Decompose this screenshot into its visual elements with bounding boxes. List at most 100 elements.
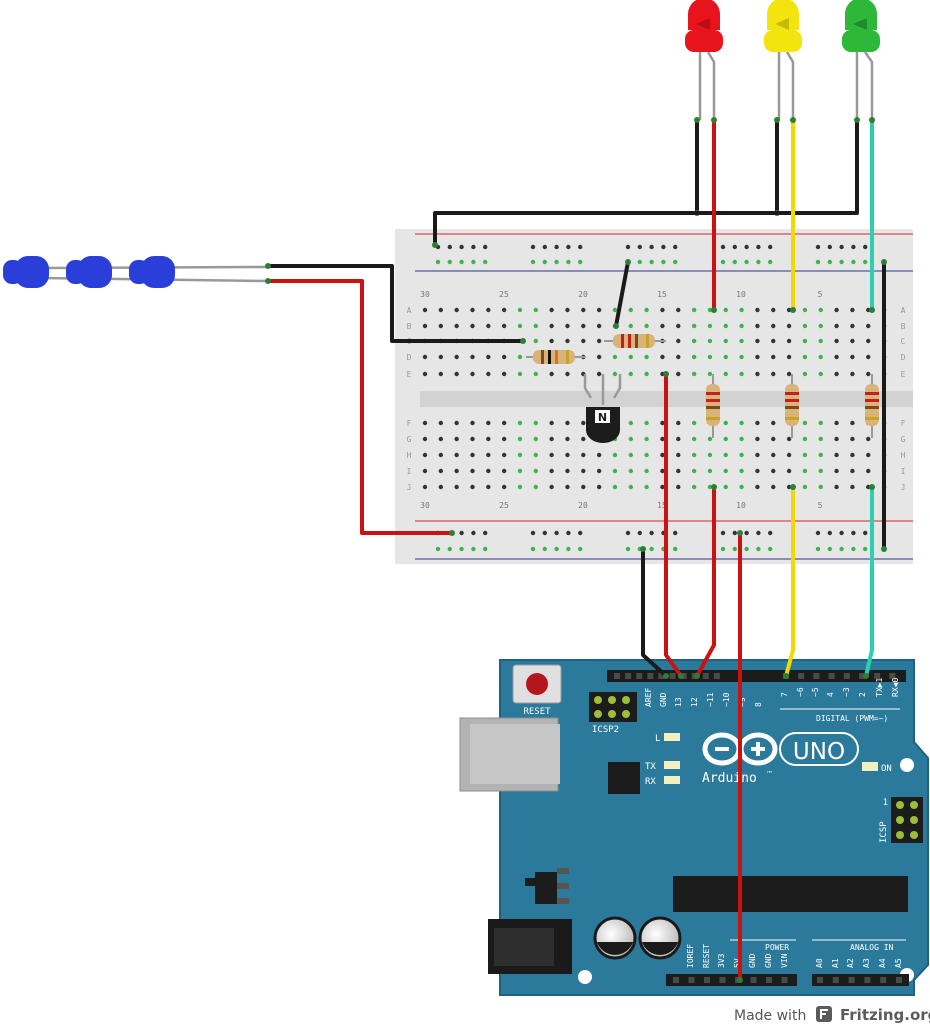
power-pin-label: 5V [733, 958, 742, 968]
rail-hole [447, 259, 452, 265]
breadboard-hole [628, 420, 633, 426]
breadboard-hole [691, 323, 697, 329]
header-pin [622, 710, 630, 718]
breadboard-hole [786, 307, 792, 313]
breadboard-hole [834, 371, 839, 377]
rail-hole [827, 244, 832, 250]
wire-endpoint [881, 259, 887, 265]
breadboard-hole [612, 484, 618, 490]
usb-connector-inner [470, 724, 560, 784]
breadboard-hole [660, 436, 665, 442]
header-pin [910, 831, 918, 839]
breadboard-hole [818, 468, 823, 474]
breadboard-hole [676, 420, 681, 426]
arduino-uno-board: RESET ICSP2 L TX RX ON Arduino ™ UNO [459, 659, 929, 996]
breadboard-hole [454, 307, 459, 313]
header-pin [608, 696, 616, 704]
wire-endpoint [694, 673, 700, 679]
analog-pin-label: A3 [862, 958, 871, 968]
digital-pin-label: ~3 [842, 687, 851, 697]
header-pin [702, 673, 709, 679]
breadboard-hole [438, 323, 444, 329]
breadboard-hole [818, 371, 823, 377]
rail-hole [732, 244, 737, 250]
svg-text:N: N [598, 411, 607, 424]
header-pin [910, 801, 918, 809]
breadboard-hole [802, 371, 808, 377]
rail-hole [554, 259, 559, 265]
breadboard-hole [422, 323, 428, 329]
rail-hole [732, 546, 737, 552]
row-label: J [901, 483, 906, 492]
header-pin [594, 696, 602, 704]
wire-endpoint [790, 307, 796, 313]
analog-label: ANALOG IN [850, 943, 894, 952]
digital-pin-label: ~6 [796, 687, 805, 697]
column-label: 5 [818, 290, 823, 299]
header-pin [880, 977, 887, 983]
header-pin [713, 673, 720, 679]
breadboard-hole [707, 338, 713, 344]
rail-hole [447, 244, 452, 250]
header-pin [636, 673, 643, 679]
breadboard-hole [739, 436, 744, 442]
breadboard-hole [676, 338, 681, 344]
breadboard-hole [834, 338, 839, 344]
header-pin [625, 673, 632, 679]
rail-hole [744, 546, 749, 552]
icsp2-header [589, 692, 637, 722]
breadboard-hole [628, 354, 633, 360]
breadboard-hole [850, 354, 855, 360]
breadboard-hole [533, 468, 539, 474]
breadboard-hole [802, 452, 808, 458]
breadboard-hole [549, 307, 554, 313]
column-label: 15 [657, 290, 667, 299]
led-blue [66, 256, 112, 288]
power-pin-label: 3V3 [717, 953, 726, 968]
breadboard-hole [565, 436, 570, 442]
on-label: ON [881, 764, 892, 774]
breadboard-hole [533, 484, 539, 490]
icsp-label: ICSP [879, 821, 889, 843]
rail-hole [815, 530, 821, 536]
reset-button-cap[interactable] [526, 673, 548, 695]
rail-hole [768, 546, 773, 552]
usb-interface-chip [608, 762, 640, 794]
breadboard-hole [501, 468, 507, 474]
digital-pin-label: ~9 [738, 697, 747, 707]
rail-hole [768, 244, 773, 250]
breadboard-hole [676, 436, 681, 442]
breadboard-hole [834, 468, 839, 474]
rail-hole [815, 259, 821, 265]
breadboard-hole [486, 354, 491, 360]
row-label: J [407, 483, 412, 492]
rail-hole [625, 546, 631, 552]
header-pin [798, 673, 805, 679]
led-l-label: L [655, 734, 660, 744]
breadboard-hole [786, 436, 792, 442]
breadboard-hole [533, 323, 539, 329]
header-pin [781, 977, 788, 983]
rail-hole [756, 259, 761, 265]
rail-hole [720, 244, 726, 250]
header-pin [896, 977, 902, 983]
header-pin [658, 673, 665, 679]
header-pin [896, 816, 904, 824]
wire-endpoint [640, 546, 646, 552]
breadboard-hole [739, 484, 744, 490]
dc-power-jack-inner [494, 928, 554, 966]
wire-endpoint [774, 117, 780, 123]
breadboard-hole [771, 420, 776, 426]
breadboard-hole [723, 484, 728, 490]
row-label: D [407, 353, 412, 362]
column-label: 25 [499, 290, 509, 299]
digital-pin-label: ~11 [706, 692, 715, 707]
uno-model: UNO [793, 739, 845, 765]
breadboard-hole [454, 420, 459, 426]
header-pin [874, 673, 881, 679]
breadboard-hole [866, 436, 871, 442]
rail-hole [530, 244, 536, 250]
breadboard-hole [707, 323, 713, 329]
breadboard-hole [533, 436, 539, 442]
